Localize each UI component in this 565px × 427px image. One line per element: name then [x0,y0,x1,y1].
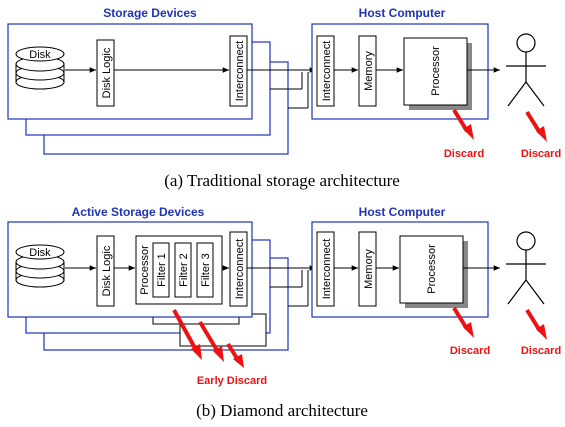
disk-logic-box [96,235,115,307]
device-processor-label: Processor [139,245,151,295]
host-interconnect-label: Interconnect [321,239,333,300]
disk-stack-icon [15,46,65,90]
red-arrow-icon [226,342,244,368]
filter-2-label: Filter 2 [178,253,190,287]
user-discard-label: Discard [521,148,561,160]
host-interconnect-label: Interconnect [321,41,333,102]
processor-box [399,235,464,304]
stick-figure-icon [506,33,546,107]
host-interconnect-box [316,35,335,107]
early-discard-label: Early Discard [197,375,267,387]
red-arrow-icon [525,308,547,340]
processor-label: Processor [430,46,442,96]
red-arrow-icon [198,320,224,362]
filter-2-box [174,242,192,298]
device-interconnect-box [229,231,248,307]
active-storage-devices-title: Active Storage Devices [72,205,205,219]
red-arrow-icon [452,306,474,338]
caption-a: (a) Traditional storage architecture [164,171,400,190]
processor-box [403,37,468,106]
disk-label: Disk [29,247,51,259]
disk-logic-box [96,39,115,107]
user-discard-label: Discard [521,345,561,357]
memory-box [358,231,377,307]
memory-label: Memory [363,51,375,91]
filter-1-box [152,242,170,298]
processor-discard-label: Discard [450,345,490,357]
disk-logic-label: Disk Logic [101,245,113,296]
host-interconnect-box [316,231,335,307]
storage-devices-title: Storage Devices [103,6,197,20]
red-arrow-icon [525,110,547,142]
filter-1-label: Filter 1 [156,253,168,287]
host-computer-title: Host Computer [359,205,446,219]
filter-3-label: Filter 3 [200,253,212,287]
processor-label: Processor [426,244,438,294]
memory-label: Memory [363,249,375,289]
host-computer-title: Host Computer [359,6,446,20]
disk-label: Disk [29,49,51,61]
device-interconnect-label: Interconnect [234,41,246,102]
memory-box [358,35,377,107]
stick-figure-icon [506,231,546,305]
device-interconnect-box [229,35,248,107]
device-interconnect-label: Interconnect [234,239,246,300]
red-arrow-icon [172,309,202,360]
filter-3-box [196,242,214,298]
red-arrow-icon [452,108,474,140]
disk-stack-icon [15,244,65,288]
caption-b: (b) Diamond architecture [196,401,368,420]
processor-discard-label: Discard [444,148,484,160]
disk-logic-label: Disk Logic [101,47,113,98]
